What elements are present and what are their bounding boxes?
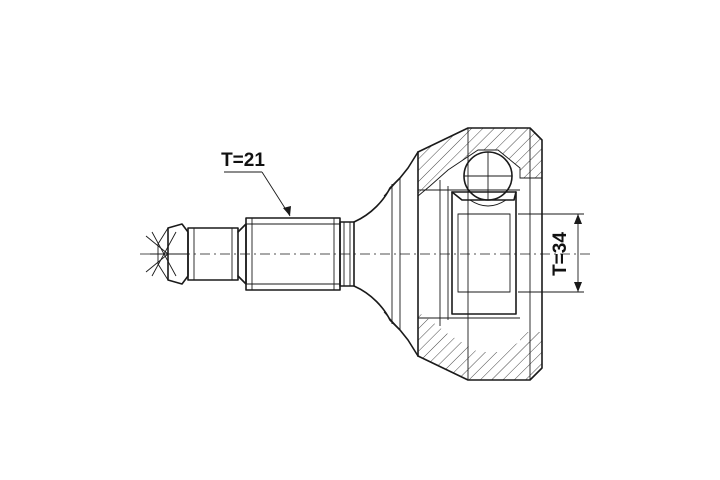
leader-left: [224, 171, 291, 217]
dimension-right: [518, 213, 584, 293]
threaded-end: [187, 227, 239, 281]
shaft-neck: [339, 221, 355, 287]
housing-section-hatch: [417, 128, 542, 380]
inner-race: [451, 191, 517, 315]
callout-t34: T=34: [550, 232, 571, 276]
callout-t21: T=21: [221, 150, 265, 171]
housing-cone: [353, 151, 419, 357]
ball-element: [463, 151, 513, 207]
shaft-tip: [145, 223, 189, 285]
cage: [439, 180, 517, 326]
